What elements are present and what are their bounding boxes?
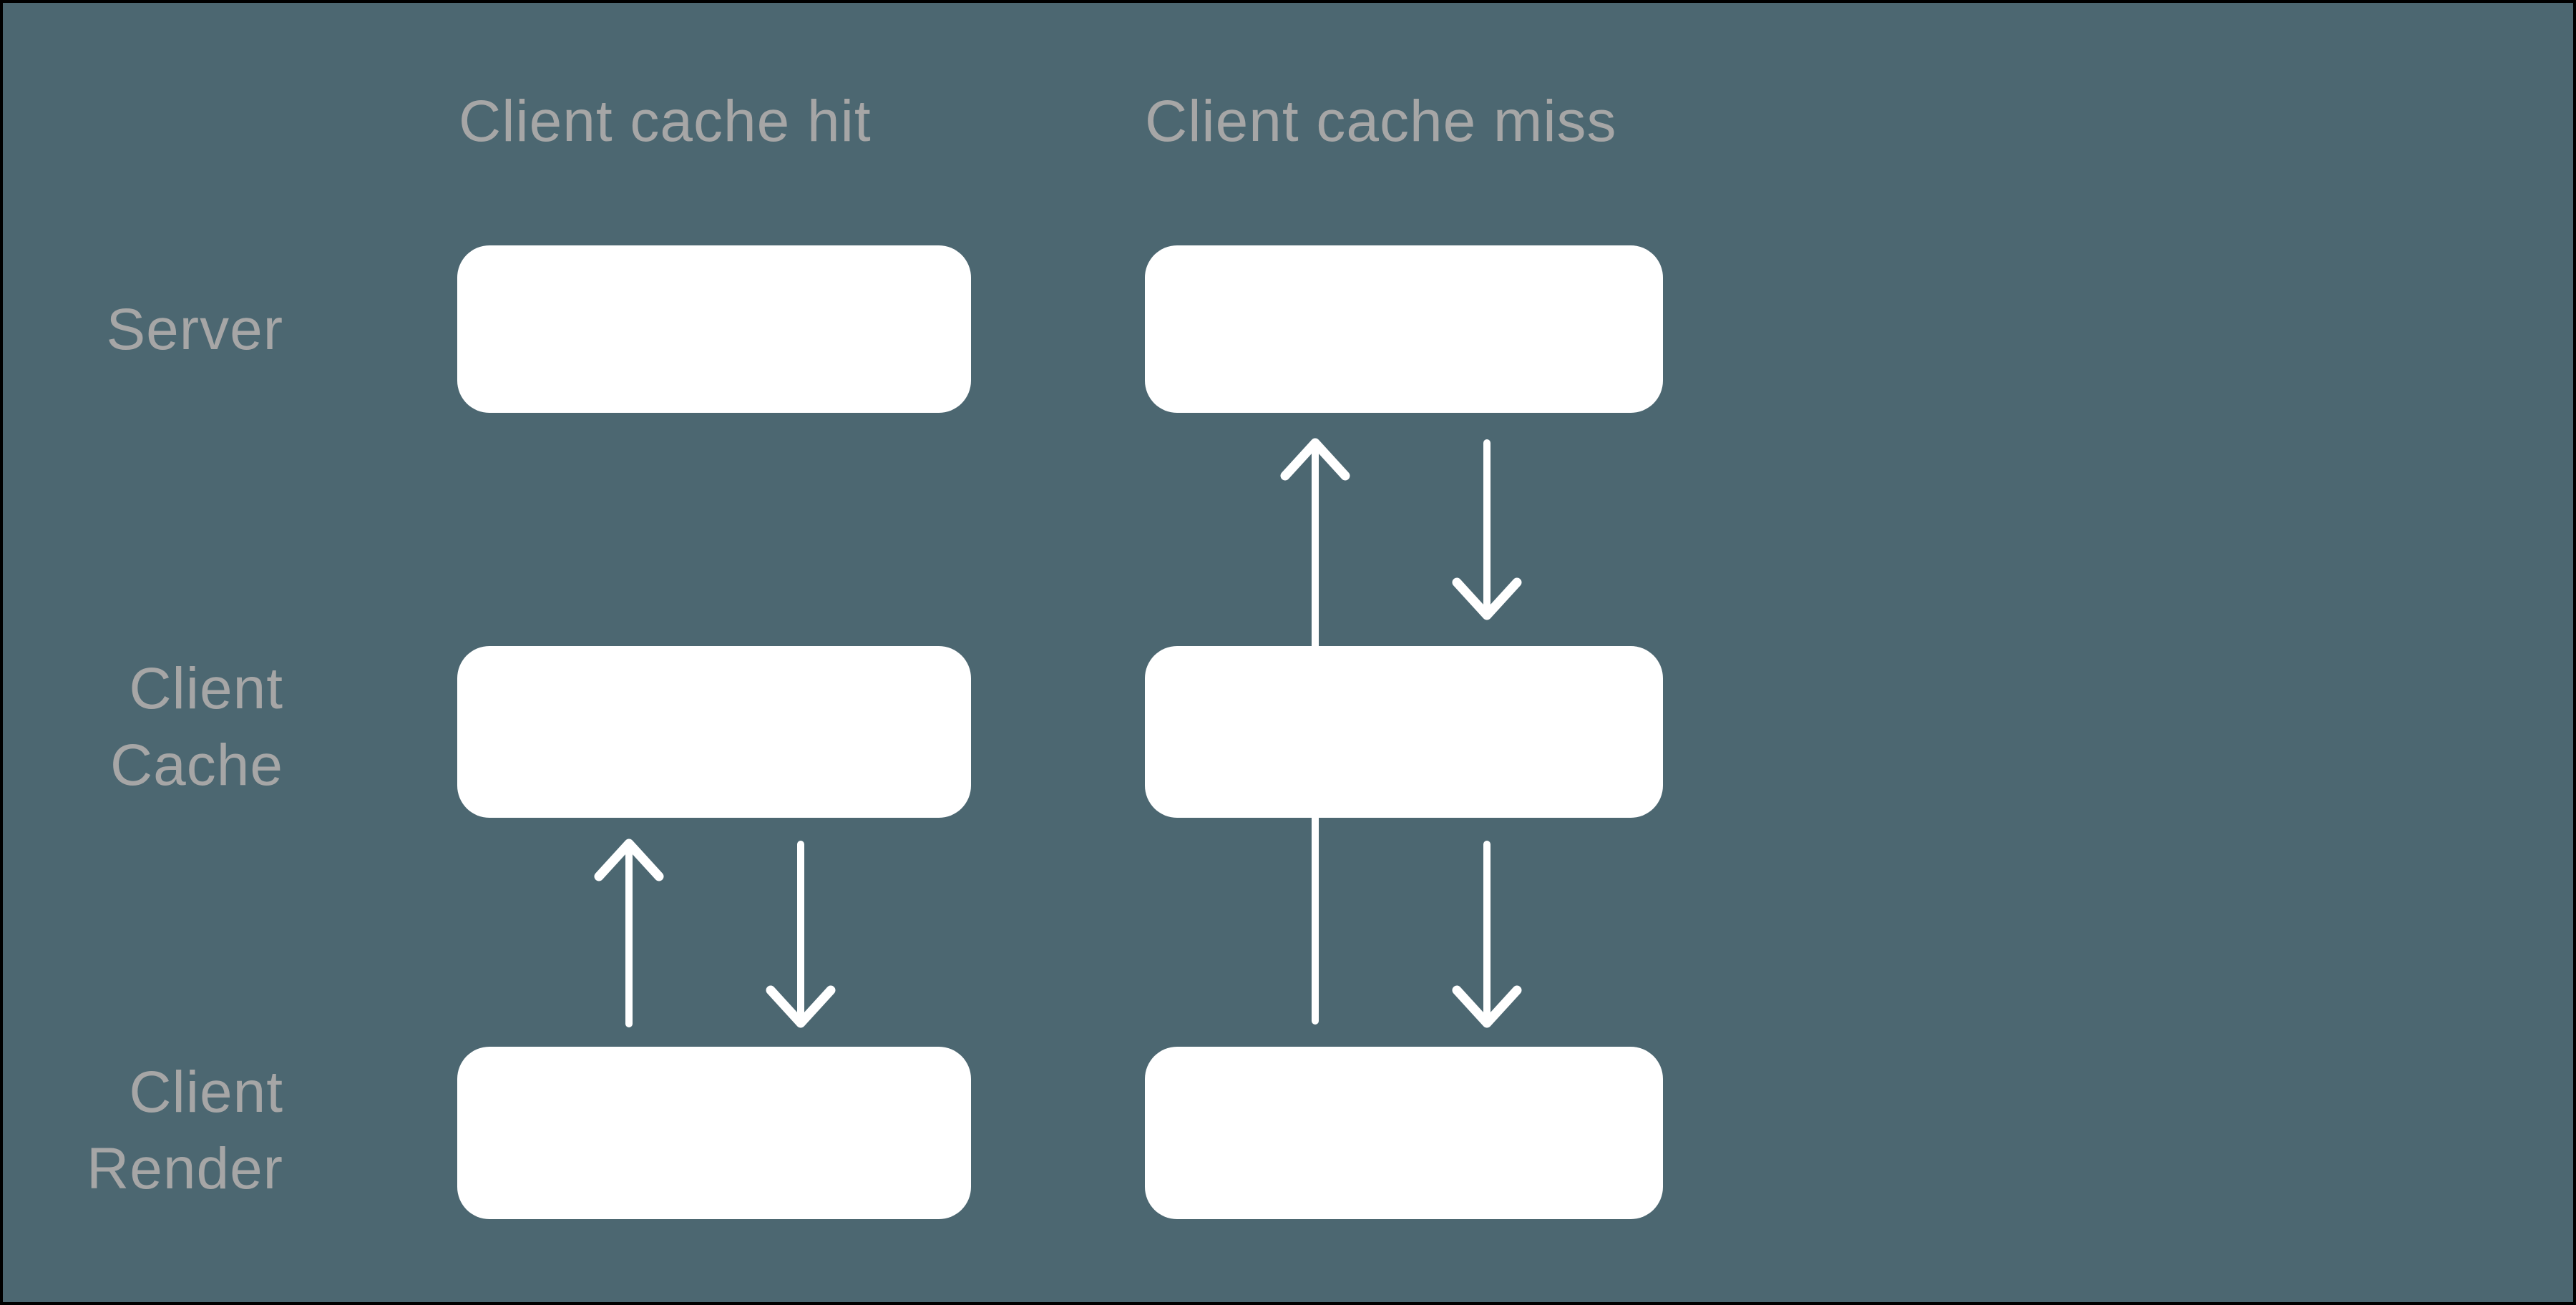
row-label-server-line: Server <box>106 297 283 362</box>
box-miss-client-cache <box>1145 646 1663 818</box>
box-miss-client-render <box>1145 1047 1663 1219</box>
row-label-client-render: Client Render <box>0 1054 283 1207</box>
box-miss-server <box>1145 245 1663 413</box>
arrow-down-miss-server-to-cache-icon <box>1452 439 1522 620</box>
arrow-down-miss-cache-to-render-icon <box>1452 841 1522 1028</box>
arrow-up-hit-render-to-cache-icon <box>594 839 664 1027</box>
column-header-client-cache-hit: Client cache hit <box>459 89 872 154</box>
row-label-client-cache: Client Cache <box>0 650 283 803</box>
row-label-client-cache-line-2: Cache <box>109 733 283 798</box>
box-hit-client-render <box>457 1047 971 1219</box>
row-label-client-render-line-1: Client <box>129 1060 283 1125</box>
row-label-client-render-line-2: Render <box>87 1136 283 1201</box>
row-label-client-cache-line-1: Client <box>129 656 283 721</box>
box-hit-client-cache <box>457 646 971 818</box>
box-hit-server <box>457 245 971 413</box>
arrow-down-hit-cache-to-render-icon <box>766 841 836 1028</box>
column-header-client-cache-miss: Client cache miss <box>1145 89 1617 154</box>
row-label-server: Server <box>0 291 283 368</box>
